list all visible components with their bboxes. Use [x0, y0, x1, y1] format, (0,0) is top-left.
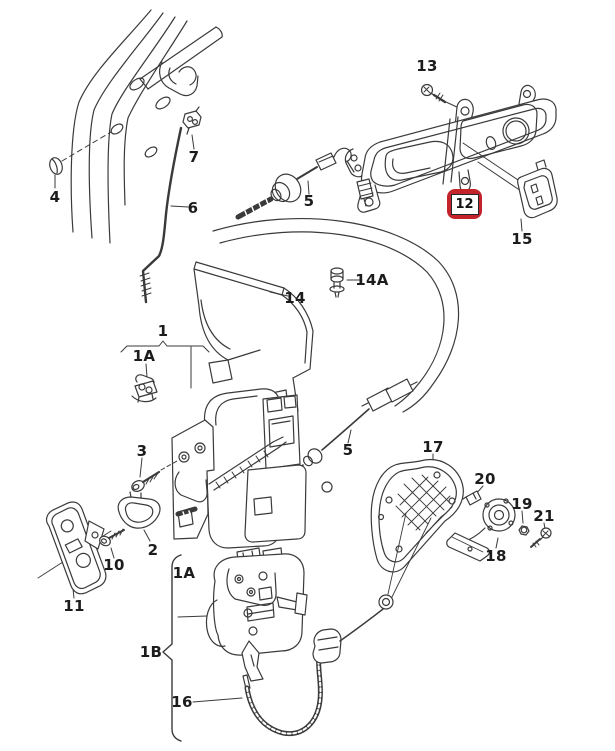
screw-part3-drawing [131, 457, 178, 492]
part-label-18: 18 [485, 547, 507, 565]
lock-part1-drawing [120, 340, 307, 549]
gasket-part2-drawing [117, 491, 161, 542]
part-label-1: 1 [157, 322, 169, 340]
cable-routing-arcs [212, 218, 460, 413]
motor-part18-drawing [446, 498, 516, 562]
part-label-17: 17 [422, 438, 444, 456]
part-label-20: 20 [474, 470, 496, 488]
lock-part1a-lower-drawing [177, 547, 308, 682]
inner-handle-part12-drawing [344, 84, 557, 213]
part-label-5-lower: 5 [342, 441, 354, 459]
nut-part19-drawing [518, 510, 530, 536]
part-label-11: 11 [63, 597, 85, 615]
part-label-21: 21 [533, 507, 555, 525]
clip-part1a-drawing [131, 363, 158, 403]
cable-part16-drawing [192, 594, 394, 737]
brace-part1b-drawing [162, 554, 182, 742]
highlighted-part-number: 12 [450, 193, 479, 215]
part-label-1b: 1B [139, 643, 163, 661]
plug-part4-drawing [49, 131, 112, 189]
screw-part13-drawing [420, 83, 460, 109]
bracket-part14-drawing [193, 261, 314, 419]
screw-part21-drawing [530, 522, 552, 548]
clip-part7-drawing [182, 106, 202, 150]
part-label-14a: 14A [355, 271, 389, 289]
pin-part20-drawing [462, 485, 484, 506]
part-label-14: 14 [284, 289, 306, 307]
door-frame-drawing [70, 9, 223, 244]
part-label-2: 2 [147, 541, 159, 559]
part-label-10: 10 [103, 556, 125, 574]
part-label-16: 16 [171, 693, 193, 711]
highlighted-part-label-12: 12 [447, 189, 482, 219]
part-label-3: 3 [136, 442, 148, 460]
part-label-15: 15 [511, 230, 533, 248]
part-label-7: 7 [188, 148, 200, 166]
part-label-19: 19 [511, 495, 533, 513]
cover-part15-drawing [462, 142, 558, 232]
rod-part6-drawing [139, 126, 189, 304]
plate-part17-drawing [370, 453, 464, 598]
part-label-1a-lower: 1A [172, 564, 196, 582]
screw-part10-drawing [99, 528, 125, 559]
part-label-6: 6 [187, 199, 199, 217]
clip-part14a-drawing [329, 267, 363, 298]
part-label-4: 4 [49, 188, 61, 206]
part-label-13: 13 [416, 57, 438, 75]
striker-part11-drawing [37, 501, 112, 599]
part-label-1a-upper: 1A [132, 347, 156, 365]
part-label-5-upper: 5 [303, 192, 315, 210]
